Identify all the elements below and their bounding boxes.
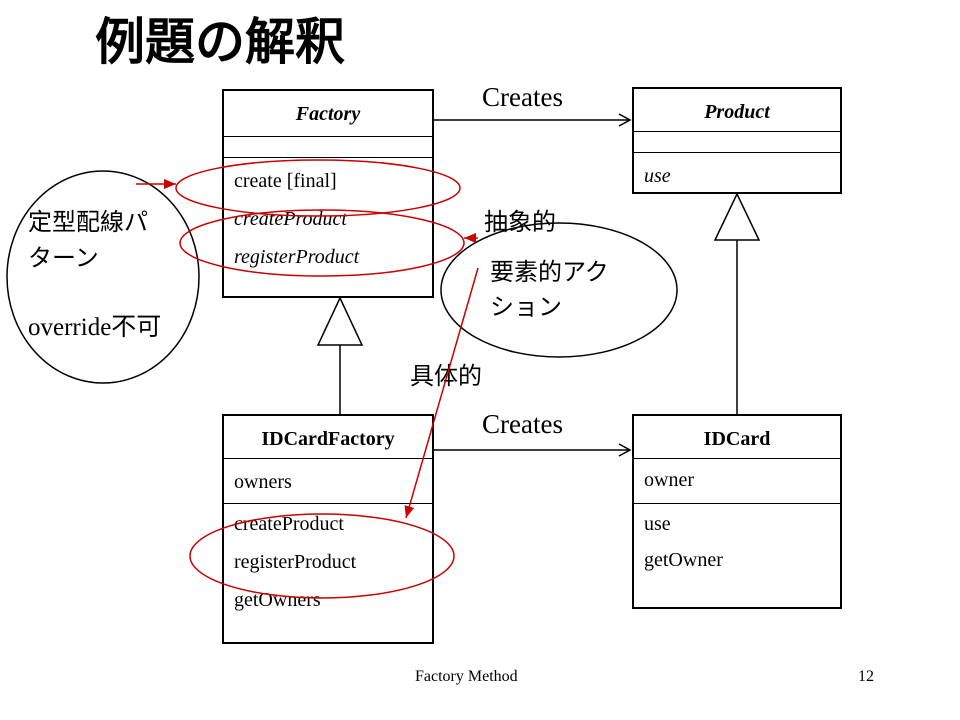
abstract-label: 抽象的: [484, 208, 556, 236]
element-action-label-line1: 要素的アク: [490, 258, 609, 286]
factory-class-name: Factory: [295, 103, 361, 125]
concrete-label: 具体的: [410, 362, 482, 390]
idcard-class-name: IDCard: [703, 428, 771, 450]
inheritance-triangle-product: [713, 192, 761, 241]
product-class-box: Product use: [632, 87, 842, 194]
element-action-label-line2: ション: [490, 293, 562, 321]
idcard-attr-owner: owner: [644, 469, 694, 491]
element-action-ellipse: [440, 222, 678, 358]
inheritance-triangle-factory: [316, 296, 364, 346]
idcardfactory-divider-2: [224, 503, 432, 504]
page-number: 12: [858, 668, 874, 685]
factory-divider-1: [224, 136, 432, 137]
idcardfactory-method-createproduct: createProduct: [234, 513, 344, 535]
idcard-divider-1: [634, 458, 840, 459]
product-divider-2: [634, 152, 840, 153]
idcard-divider-2: [634, 503, 840, 504]
override-note-label: override不可: [28, 314, 162, 341]
factory-method-registerproduct: registerProduct: [234, 246, 360, 268]
product-divider-1: [634, 131, 840, 132]
creates-label-bottom: Creates: [482, 409, 563, 439]
creates-label-top: Creates: [482, 82, 563, 112]
template-pattern-label-line2: ターン: [28, 244, 99, 272]
idcardfactory-attr-owners: owners: [234, 471, 292, 493]
idcardfactory-divider-1: [224, 458, 432, 459]
factory-method-createproduct: createProduct: [234, 208, 347, 230]
idcardfactory-class-box: IDCardFactory owners createProduct regis…: [222, 414, 434, 644]
idcardfactory-method-registerproduct: registerProduct: [234, 551, 357, 573]
factory-class-box: Factory create [final] createProduct reg…: [222, 89, 434, 298]
template-pattern-label-line1: 定型配線パ: [28, 208, 148, 236]
factory-method-create: create [final]: [234, 170, 337, 192]
product-method-use: use: [644, 165, 671, 187]
factory-divider-2: [224, 157, 432, 158]
footer-title: Factory Method: [415, 668, 518, 685]
slide-title: 例題の解釈: [95, 13, 345, 71]
template-pattern-circle: [6, 170, 200, 384]
product-class-name: Product: [704, 101, 770, 123]
idcard-method-getowner: getOwner: [644, 549, 723, 571]
idcardfactory-class-name: IDCardFactory: [261, 428, 395, 450]
idcard-class-box: IDCard owner use getOwner: [632, 414, 842, 609]
idcard-method-use: use: [644, 513, 671, 535]
idcardfactory-method-getowners: getOwners: [234, 589, 321, 611]
